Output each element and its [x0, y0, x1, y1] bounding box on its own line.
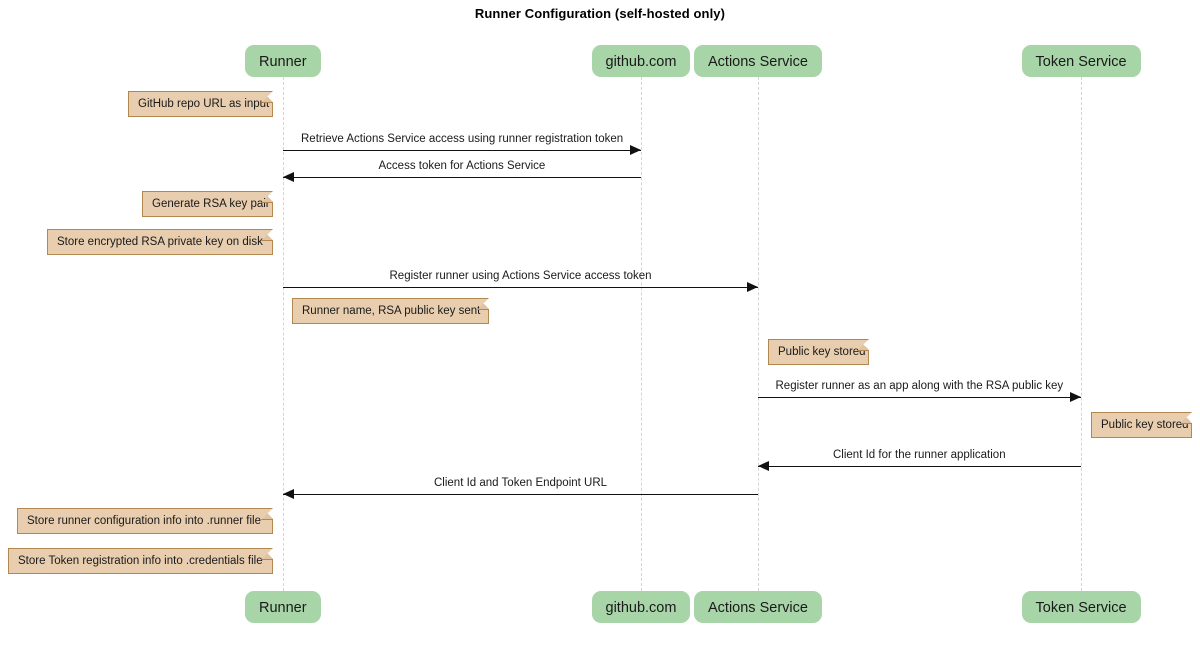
note-text: Public key stored [1101, 419, 1189, 431]
note-text: Runner name, RSA public key sent [302, 305, 481, 317]
participant-label: Token Service [1035, 600, 1127, 616]
note-repo-url: GitHub repo URL as input [128, 91, 273, 117]
msg-retrieve-access-label: Retrieve Actions Service access using ru… [301, 133, 624, 145]
participant-bottom-github[interactable]: github.com [591, 591, 691, 623]
msg-client-id-arrowhead [758, 461, 769, 471]
participant-label: github.com [605, 54, 677, 70]
participant-label: Actions Service [708, 600, 808, 616]
participant-label: Runner [259, 54, 307, 70]
note-text: GitHub repo URL as input [138, 98, 270, 110]
note-public-key-stored-actions: Public key stored [768, 339, 869, 365]
participant-bottom-token[interactable]: Token Service [1021, 591, 1141, 623]
msg-register-runner-arrowhead [747, 282, 758, 292]
msg-access-token-label: Access token for Actions Service [378, 160, 546, 172]
note-text: Store runner configuration info into .ru… [27, 515, 261, 527]
participant-top-token[interactable]: Token Service [1021, 45, 1141, 77]
lifeline-token [1081, 77, 1082, 591]
participant-label: Runner [259, 600, 307, 616]
note-store-runner-config: Store runner configuration info into .ru… [17, 508, 273, 534]
msg-retrieve-access-line [283, 150, 641, 151]
note-text: Store encrypted RSA private key on disk [57, 236, 263, 248]
msg-register-app-label: Register runner as an app along with the… [775, 380, 1064, 392]
msg-register-runner-line [283, 287, 758, 288]
participant-label: Token Service [1035, 54, 1127, 70]
lifeline-github [641, 77, 642, 591]
note-text: Generate RSA key pair [152, 198, 270, 210]
lifeline-actions [758, 77, 759, 591]
msg-register-app-arrowhead [1070, 392, 1081, 402]
note-text: Store Token registration info into .cred… [18, 555, 263, 567]
participant-label: github.com [605, 600, 677, 616]
msg-client-id-endpoint-label: Client Id and Token Endpoint URL [434, 477, 608, 489]
participant-top-runner[interactable]: Runner [245, 45, 321, 77]
participant-top-github[interactable]: github.com [591, 45, 691, 77]
participant-label: Actions Service [708, 54, 808, 70]
msg-client-id-endpoint-line [283, 494, 758, 495]
note-store-token-reg: Store Token registration info into .cred… [8, 548, 273, 574]
msg-client-id-line [758, 466, 1081, 467]
msg-register-app-line [758, 397, 1081, 398]
participant-top-actions[interactable]: Actions Service [694, 45, 822, 77]
msg-client-id-label: Client Id for the runner application [833, 449, 1006, 461]
lifeline-runner [283, 77, 284, 591]
note-public-key-stored-token: Public key stored [1091, 412, 1192, 438]
msg-access-token-arrowhead [283, 172, 294, 182]
msg-access-token-line [283, 177, 641, 178]
note-runner-name-key: Runner name, RSA public key sent [292, 298, 489, 324]
msg-register-runner-label: Register runner using Actions Service ac… [389, 270, 652, 282]
msg-client-id-endpoint-arrowhead [283, 489, 294, 499]
msg-retrieve-access-arrowhead [630, 145, 641, 155]
note-text: Public key stored [778, 346, 866, 358]
note-store-private-key: Store encrypted RSA private key on disk [47, 229, 273, 255]
page-title: Runner Configuration (self-hosted only) [474, 6, 726, 21]
participant-bottom-actions[interactable]: Actions Service [694, 591, 822, 623]
participant-bottom-runner[interactable]: Runner [245, 591, 321, 623]
note-generate-rsa: Generate RSA key pair [142, 191, 273, 217]
